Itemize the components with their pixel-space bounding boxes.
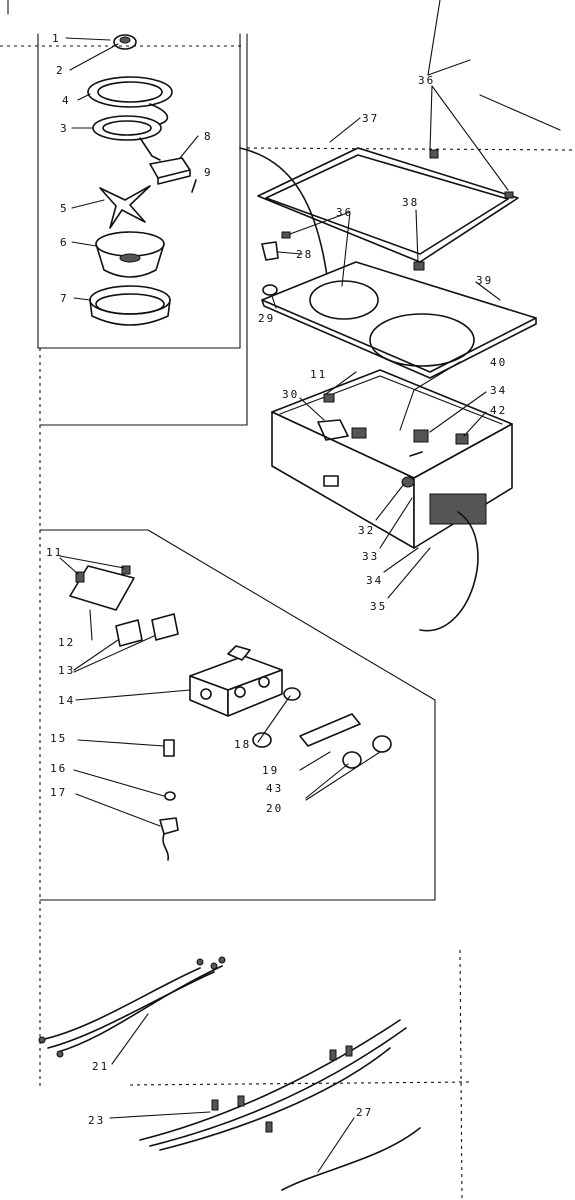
- label-37: 37: [362, 112, 379, 125]
- label-3: 3: [60, 122, 69, 135]
- label-20: 20: [266, 802, 283, 815]
- label-1: 1: [52, 32, 61, 45]
- label-12: 12: [58, 636, 75, 649]
- label-36-top: 36: [418, 74, 435, 87]
- label-40: 40: [490, 356, 507, 369]
- label-5: 5: [60, 202, 69, 215]
- label-23: 23: [88, 1114, 105, 1127]
- label-19: 19: [262, 764, 279, 777]
- label-8: 8: [204, 130, 213, 143]
- label-32: 32: [358, 524, 375, 537]
- control-subassembly: [59, 555, 392, 861]
- label-14: 14: [58, 694, 75, 707]
- label-7: 7: [60, 292, 69, 305]
- label-33: 33: [362, 550, 379, 563]
- label-30: 30: [282, 388, 299, 401]
- label-11-sub: 11: [46, 546, 63, 559]
- label-18: 18: [234, 738, 251, 751]
- label-27: 27: [356, 1106, 373, 1119]
- label-34-top: 34: [490, 384, 507, 397]
- label-15: 15: [50, 732, 67, 745]
- label-35: 35: [370, 600, 387, 613]
- label-11-top: 11: [310, 368, 327, 381]
- label-29: 29: [258, 312, 275, 325]
- label-36-mid: 36: [336, 206, 353, 219]
- label-42: 42: [490, 404, 507, 417]
- label-34-bottom: 34: [366, 574, 383, 587]
- label-17: 17: [50, 786, 67, 799]
- wire-harnesses: [38, 956, 421, 1191]
- label-28: 28: [296, 248, 313, 261]
- part-labels: 1 2 4 3 8 9 5 6 7 36 37 38 36 28 39 29 1…: [46, 32, 507, 1127]
- label-16: 16: [50, 762, 67, 775]
- label-13: 13: [58, 664, 75, 677]
- burner-assembly: [65, 34, 339, 326]
- label-9: 9: [204, 166, 213, 179]
- label-6: 6: [60, 236, 69, 249]
- label-39: 39: [476, 274, 493, 287]
- label-21: 21: [92, 1060, 109, 1073]
- cooktop-housing: [257, 85, 537, 632]
- label-4: 4: [62, 94, 71, 107]
- label-2: 2: [56, 64, 65, 77]
- label-43: 43: [266, 782, 283, 795]
- label-38: 38: [402, 196, 419, 209]
